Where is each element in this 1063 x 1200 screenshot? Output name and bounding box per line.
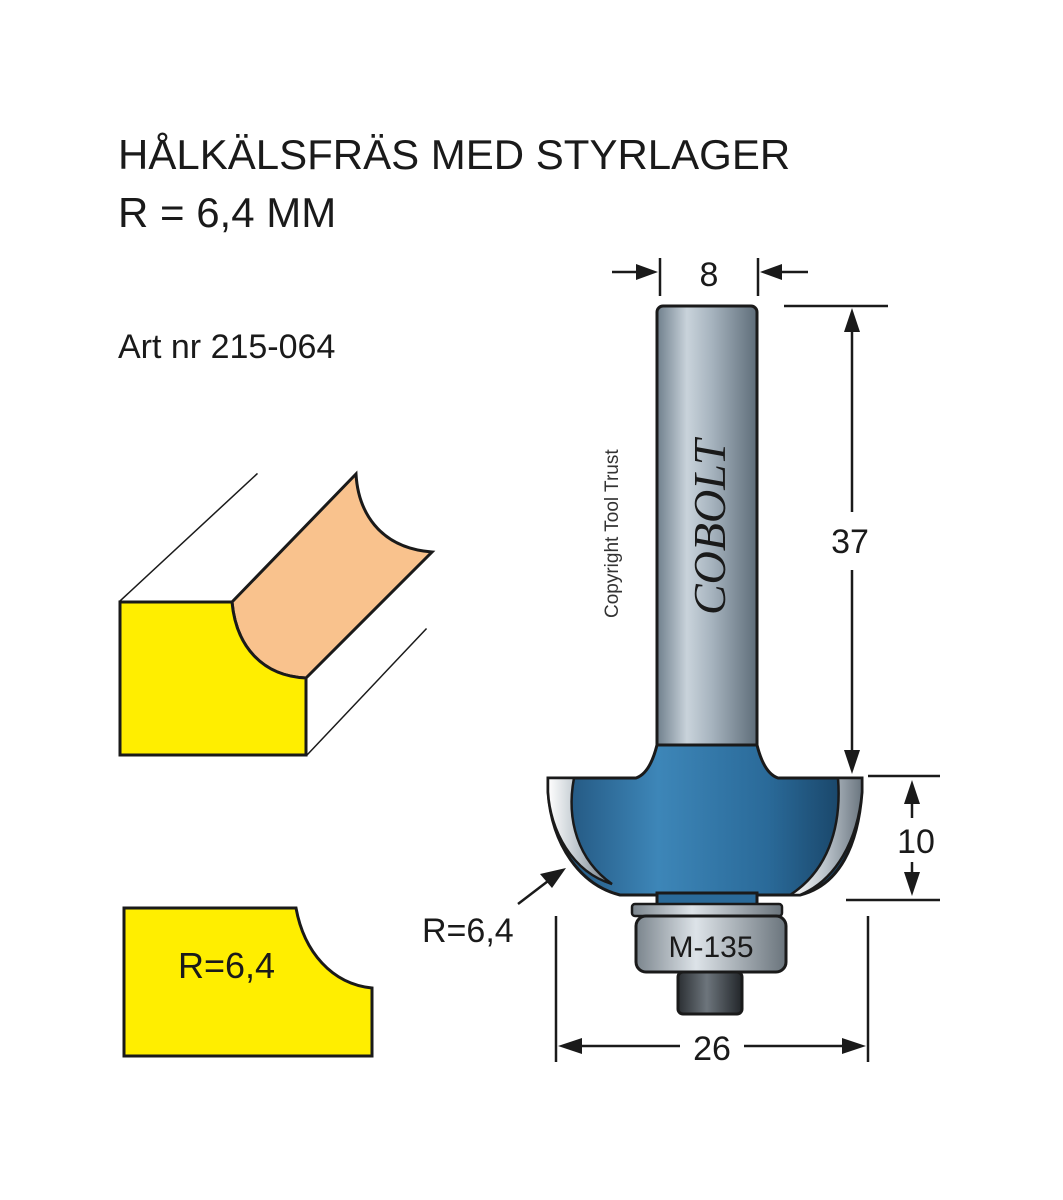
workpiece-front-face: [118, 600, 308, 757]
article-number: Art nr 215-064: [118, 328, 336, 366]
title-line-2: R = 6,4 MM: [118, 189, 337, 236]
router-bit: COBOLT Copyright Tool Trust M-135: [546, 304, 864, 1016]
title-line-1: HÅLKÄLSFRÄS MED STYRLAGER: [118, 131, 791, 178]
cutter-height-label: 10: [897, 823, 935, 861]
bearing-nut: [676, 970, 744, 1016]
copyright-text: Copyright Tool Trust: [602, 449, 623, 618]
page-title: HÅLKÄLSFRÄS MED STYRLAGER R = 6,4 MM: [118, 126, 790, 242]
dimension-labels: 8 37 10 R=6,4 26: [422, 256, 935, 1068]
washer: [630, 902, 784, 918]
brand-logo: COBOLT: [684, 436, 735, 615]
radius-label: R=6,4: [422, 912, 514, 950]
cutter-diameter-label: 26: [693, 1030, 731, 1068]
left-blade: [546, 776, 613, 886]
dimension-lines: [517, 258, 940, 1062]
workpiece-3d: [118, 470, 436, 757]
bearing-label: M-135: [668, 931, 753, 964]
right-blade: [785, 776, 864, 897]
shank-diameter-label: 8: [700, 256, 719, 294]
workpiece-side-strip: [306, 552, 432, 755]
profile-radius-label: R=6,4: [178, 945, 275, 986]
shank-length-label: 37: [831, 523, 869, 561]
workpiece-top-strip: [120, 474, 356, 602]
flat-profile: R=6,4: [122, 906, 374, 1058]
